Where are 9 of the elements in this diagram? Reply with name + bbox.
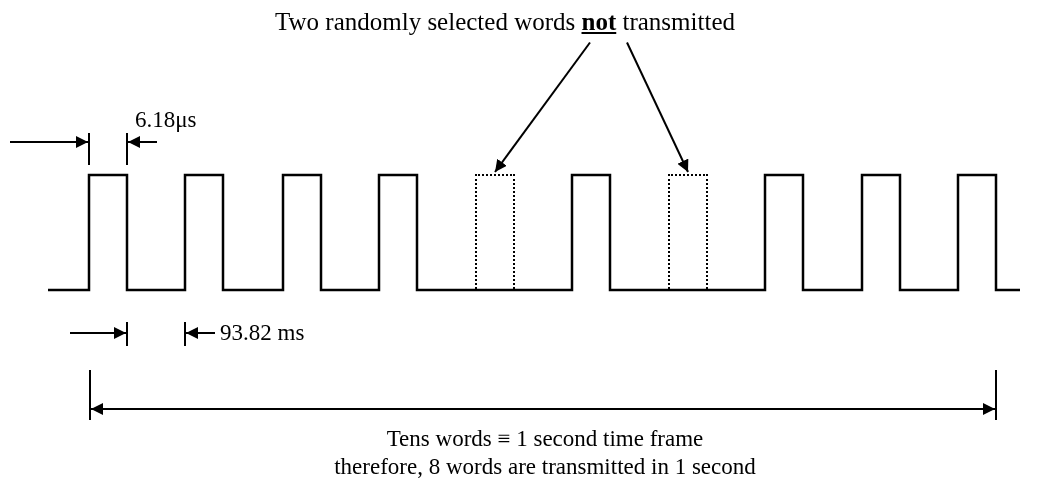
dimension-label: 93.82 ms <box>220 320 305 346</box>
dotted-pulse <box>475 174 515 289</box>
arrow <box>494 41 591 173</box>
arrow <box>626 41 689 173</box>
dimension-label: 6.18μs <box>135 107 197 133</box>
caption-text: Tens words ≡ 1 second time frame <box>386 426 704 452</box>
caption-text: therefore, 8 words are transmitted in 1 second <box>334 454 756 480</box>
dotted-pulse <box>668 174 708 289</box>
annotation-text: Two randomly selected words not transmitted <box>125 8 885 36</box>
